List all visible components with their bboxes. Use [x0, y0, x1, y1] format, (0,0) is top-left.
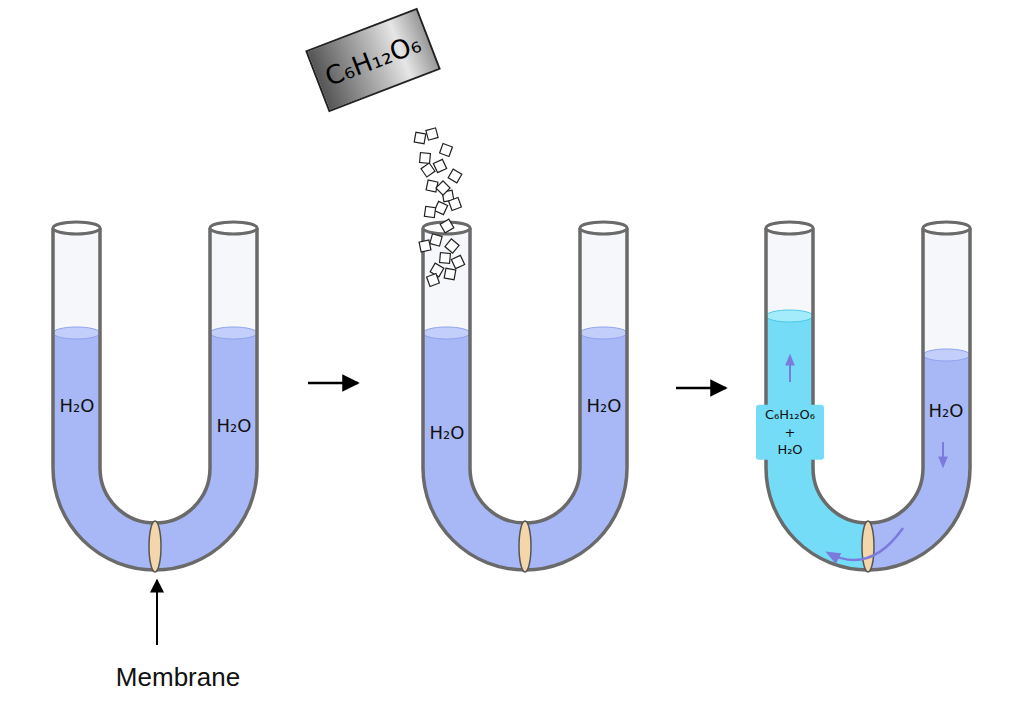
liquid-surface: [923, 349, 970, 361]
tube-wall: [53, 228, 257, 570]
sugar-cube: [433, 159, 446, 172]
tube-wall: [423, 228, 627, 570]
membrane: [862, 521, 874, 572]
tube-rim: [53, 222, 100, 234]
tube-glass: [766, 228, 970, 570]
sugar-cube: [440, 219, 454, 233]
sugar-cube: [440, 253, 451, 264]
flow-arrow: [828, 528, 903, 560]
sugar-cube: [421, 163, 435, 177]
tube-wall: [813, 228, 923, 523]
formula-label: H₂O: [217, 415, 252, 436]
sugar-cube: [424, 206, 435, 217]
tube-rim: [766, 222, 813, 234]
sugar-cube: [449, 198, 462, 211]
flow-arrow: [942, 442, 944, 466]
sugar-cube: [419, 240, 431, 252]
step-arrow: [308, 382, 358, 385]
sugar-cube: [420, 153, 431, 164]
packet-label: C₆H₁₂O₆: [321, 28, 425, 92]
formula-label: H₂O: [430, 422, 465, 443]
sugar-cube: [436, 181, 450, 195]
sugar-cube: [445, 239, 459, 253]
u-tube: [53, 222, 257, 572]
liquid-surface: [53, 327, 100, 339]
formula-label: C₆H₁₂O₆ + H₂O: [756, 405, 824, 460]
formula-label: H₂O: [60, 395, 95, 416]
sugar-cube: [414, 132, 426, 144]
sugar-cube: [444, 268, 456, 280]
sugar-cube: [427, 274, 440, 287]
sugar-cube: [440, 144, 453, 157]
tube-rim: [210, 222, 257, 234]
sugar-cube: [426, 180, 438, 192]
liquid-surface: [423, 327, 470, 339]
u-tube: [766, 222, 970, 572]
tube-rim: [580, 222, 627, 234]
tube-wall: [470, 228, 580, 523]
tube-glass: [53, 228, 257, 570]
pointer-arrow: [156, 580, 158, 645]
tube-wall: [766, 228, 970, 570]
sugar-cube: [426, 128, 438, 140]
tube-glass: [423, 228, 627, 570]
sugar-packet: C₆H₁₂O₆: [305, 8, 441, 113]
flow-arrow: [789, 356, 791, 382]
sugar-cube: [448, 169, 462, 183]
tube-wall: [100, 228, 210, 523]
membrane: [519, 521, 531, 572]
liquid-surface: [766, 310, 813, 322]
liquid-surface: [580, 327, 627, 339]
sugar-cube: [430, 234, 442, 246]
water: [868, 355, 970, 570]
tube-rim: [923, 222, 970, 234]
u-tube: [423, 222, 627, 572]
membrane: [149, 521, 161, 572]
formula-label: H₂O: [587, 395, 622, 416]
step-arrow: [676, 387, 726, 390]
formula-label: H₂O: [929, 400, 964, 421]
sugar-cube: [434, 201, 447, 214]
caption-label: Membrane: [116, 662, 240, 693]
sugar-cube: [451, 255, 464, 268]
liquid-surface: [210, 327, 257, 339]
